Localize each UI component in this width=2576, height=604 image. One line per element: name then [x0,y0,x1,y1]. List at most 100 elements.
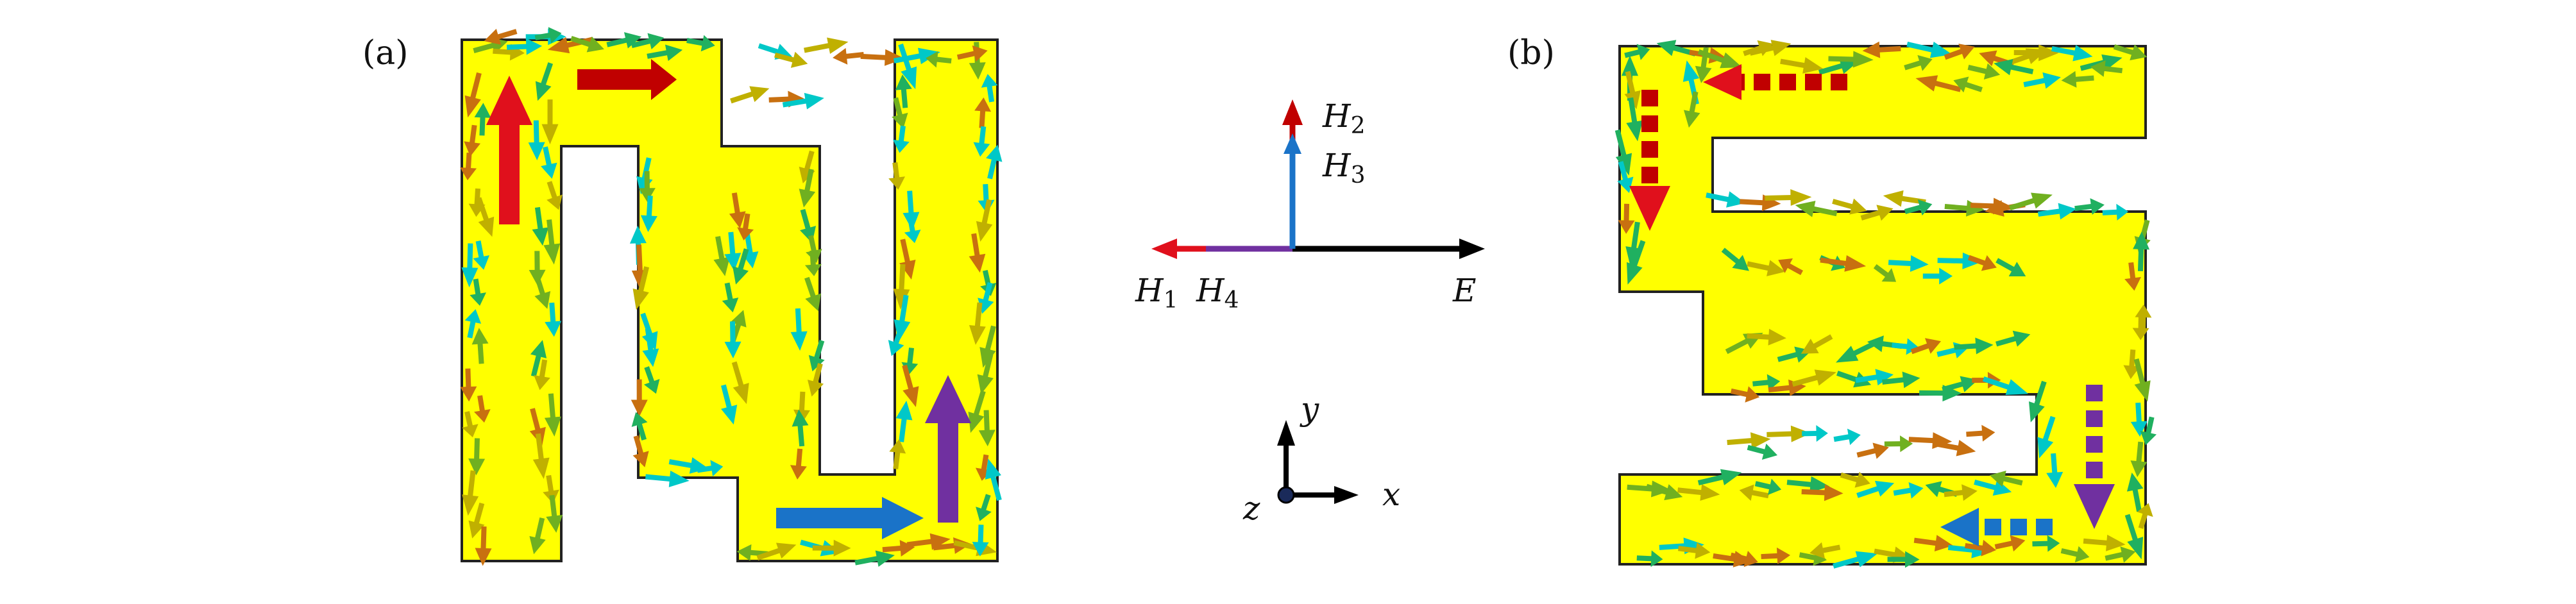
current-vector-arrow [976,494,992,521]
current-vector-arrow [804,250,822,276]
s-shape-patch [1618,45,2147,566]
current-vector-arrow [1795,201,1838,217]
current-vector-arrow [1802,424,1828,442]
current-vector-arrow [528,120,545,161]
axis-label-y: y [1300,390,1319,428]
current-vector-arrow [833,47,865,65]
current-vector-arrow [2061,71,2094,88]
current-vector-arrow [631,33,665,49]
current-vector-arrow [1856,480,1895,498]
current-vector-arrow [529,517,546,555]
current-vector-arrow [1739,484,1769,501]
current-vector-arrow [893,125,910,153]
current-vector-arrow [2130,402,2148,437]
current-vector-arrow [1801,484,1843,501]
surface-current-arrows-b [1614,40,2157,569]
current-arrow-h1 [486,76,532,224]
current-vector-arrow [643,366,660,394]
current-vector-arrow [2123,349,2140,380]
label-e: E [1452,272,1477,309]
current-vector-arrow [547,181,563,210]
current-vector-arrow [1922,267,1953,285]
current-vector-arrow [724,231,741,271]
current-vector-arrow [889,439,906,469]
current-vector-arrow [2105,546,2136,563]
current-vector-arrow [1618,203,1635,234]
current-vector-arrow [1636,550,1663,567]
current-vector-arrow [1730,551,1758,567]
current-vector-arrow [969,302,986,345]
current-vector-arrow [2090,60,2123,77]
current-vector-arrow [2083,534,2126,551]
current-vector-arrow [1989,470,2023,487]
current-vector-arrow [895,400,913,442]
current-vector-arrow [640,196,657,232]
current-vector-arrow [1904,199,1933,216]
current-vector-arrow [1792,369,1836,387]
axis-label-z: z [1242,490,1260,527]
current-vector-arrow [1809,542,1841,559]
current-vector-arrow [774,51,808,68]
current-vector-arrow [534,274,551,309]
current-vector-arrow [986,144,1003,180]
current-vector-arrow [804,276,821,312]
current-vector-arrow [1677,542,1711,559]
current-vector-arrow [1904,55,1933,71]
current-vector-arrow [2133,358,2151,402]
current-vector-arrow [2037,415,2056,458]
current-vector-arrow [2133,231,2150,272]
current-vector-arrow [902,364,919,407]
current-vector-arrow [888,162,906,190]
current-vector-arrow [1882,371,1920,389]
current-vector-arrow [737,213,754,240]
current-vector-arrow [697,460,724,477]
current-vector-arrow [969,233,986,273]
current-vector-arrow [1828,51,1874,68]
current-vector-arrow [474,103,491,136]
current-vector-arrow [1944,484,1978,501]
current-vector-arrow [1786,476,1830,493]
current-vector-arrow [638,171,656,203]
current-vector-arrow [974,97,992,128]
current-vector-arrow [468,438,486,476]
current-vector-arrow [1887,551,1920,568]
current-vector-arrow [645,471,690,487]
current-vector-arrow [807,363,824,397]
current-vector-arrow [2051,44,2093,62]
current-vector-arrow [543,219,561,265]
current-vector-arrow [978,282,994,314]
current-vector-arrow [470,278,486,306]
current-vector-arrow [981,74,998,103]
current-vector-arrow [2032,535,2060,552]
current-vector-arrow [541,99,559,145]
label-h3: H3 [1322,147,1366,189]
current-vector-arrow [1624,44,1650,60]
current-vector-arrow [1954,337,1994,355]
current-vector-arrow [978,410,996,447]
current-vector-arrow [1626,97,1643,142]
current-vector-arrow [1677,484,1720,501]
label-h4: H4 [1196,272,1239,314]
current-vector-arrow [1840,471,1870,488]
current-vector-arrow [1910,338,1942,355]
current-vector-arrow [462,470,479,516]
current-vector-arrow [1860,205,1894,221]
current-vector-arrow [1778,258,1803,275]
current-vector-arrow [1832,198,1867,215]
current-vector-arrow [534,359,550,390]
current-vector-arrow [1695,47,1712,83]
current-vector-arrow [544,393,561,437]
current-vector-arrow [956,45,988,62]
current-vector-arrow [460,152,477,181]
current-vector-arrow [464,124,481,156]
current-vector-arrow [1996,330,2031,347]
current-vector-arrow [1833,551,1878,569]
current-vector-arrow [1893,482,1924,499]
current-vector-arrow [2126,473,2144,512]
current-vector-arrow [606,32,642,49]
current-vector-arrow [895,74,912,108]
current-vector-arrow [534,27,562,44]
current-vector-arrow [642,328,659,367]
current-vector-arrow [1697,469,1742,486]
current-vector-arrow [1935,439,1976,457]
